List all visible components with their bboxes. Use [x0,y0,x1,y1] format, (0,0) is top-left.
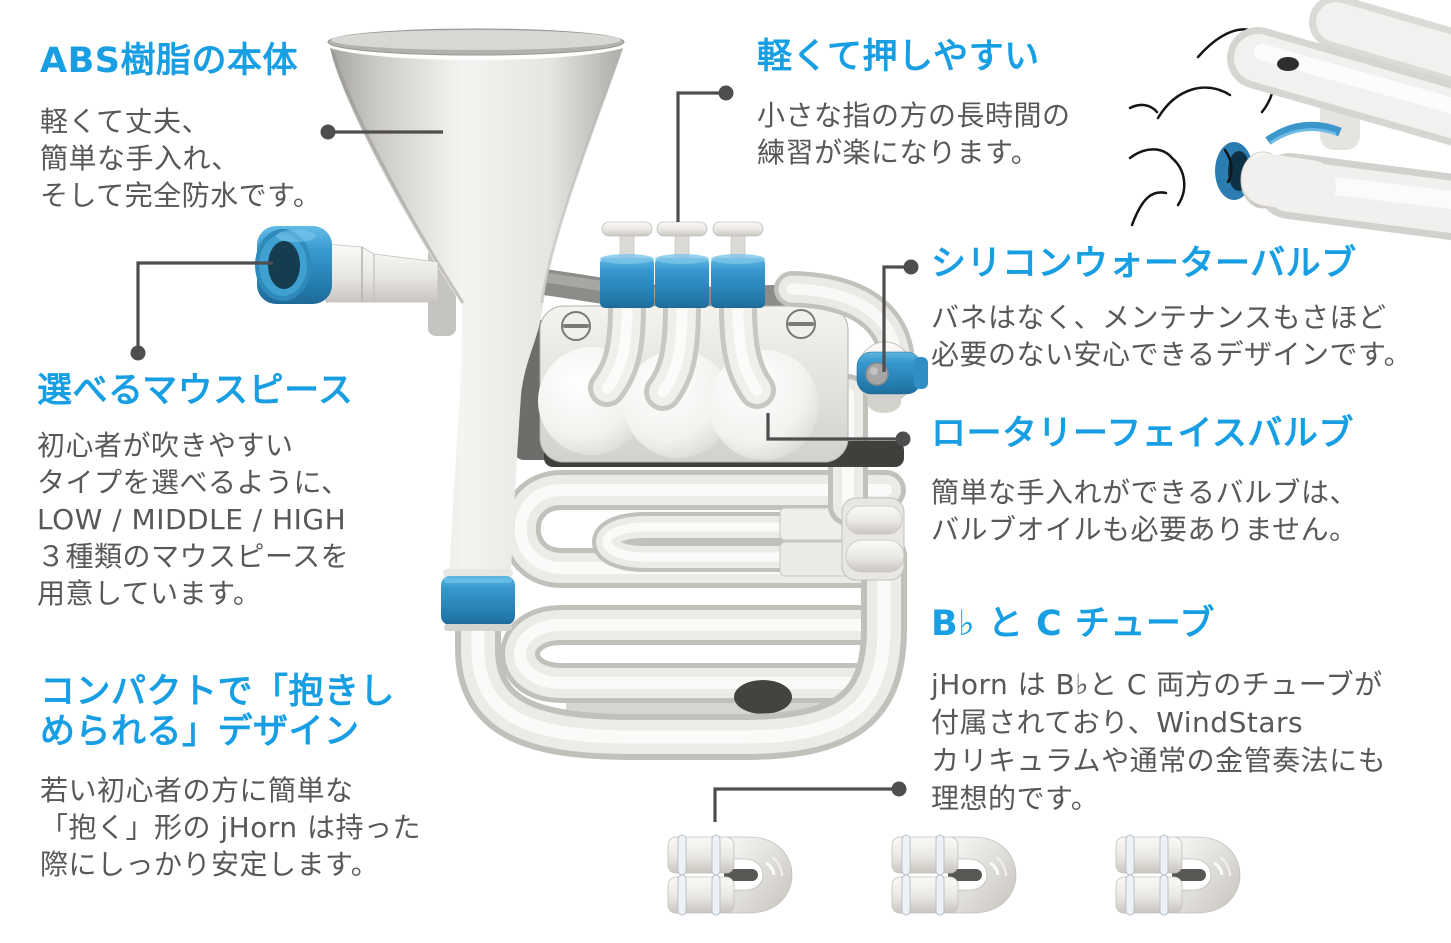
valve-pistons [588,221,776,411]
annotation-abs-body: ABS樹脂の本体 軽くて丈夫、 簡単な手入れ、 そして完全防水です。 [40,41,321,214]
valve-block [514,305,904,467]
bell-tube-blue-ring [441,569,515,631]
annotation-press-text: 小さな指の方の長時間の 練習が楽になります。 [757,99,1071,169]
annotation-rotary-text: 簡単な手入れができるバルブは、 バルブオイルも必要ありません。 [931,476,1358,546]
callout-water-valve [882,259,919,372]
annotation-compact-text: 若い初心者の方に簡単な 「抱く」形の jHorn は持った 際にしっかり安定しま… [40,774,422,881]
valve-slot-mark [1277,57,1299,71]
annotation-compact-design: コンパクトで「抱きし められる」デザイン 若い初心者の方に簡単な 「抱く」形の … [40,672,421,883]
annotation-tubes-title: B♭ と C チューブ [931,604,1215,644]
callout-mouthpiece [130,261,273,361]
annotation-rotary-title: ロータリーフェイスバルブ [931,414,1354,454]
valve-button-1 [600,221,654,308]
callout-tubes [713,781,907,822]
elbow-tube-2 [890,833,1018,917]
annotation-abs-text: 軽くて丈夫、 簡単な手入れ、 そして完全防水です。 [40,105,322,212]
annotation-mouthpiece: 選べるマウスピース 初心者が吹きやすい タイプを選べるように、 LOW / MI… [37,371,353,612]
callout-rotary-valve [766,413,911,447]
annotation-mouthpiece-title: 選べるマウスピース [37,371,354,411]
annotation-tubes: B♭ と C チューブ jHorn は B♭と C 両方のチューブが 付属されて… [931,604,1386,818]
elbow-tube-1 [666,833,794,917]
bell [330,48,623,628]
wrap-tubing [455,470,907,760]
annotation-mouthpiece-text: 初心者が吹きやすい タイプを選べるように、 LOW / MIDDLE / HIG… [37,429,350,610]
elbow-tube-3 [1114,833,1242,917]
annotation-press-title: 軽くて押しやすい [757,37,1040,77]
callout-lines [130,85,919,822]
hand-pressing-valve-illustration [1128,0,1451,241]
annotation-press: 軽くて押しやすい 小さな指の方の長時間の 練習が楽になります。 [757,37,1071,171]
annotation-water-valve: シリコンウォーターバルブ バネはなく、メンテナンスもさほど 必要のない安心できる… [931,244,1412,373]
annotation-water-text: バネはなく、メンテナンスもさほど 必要のない安心できるデザインです。 [931,301,1413,371]
mouthpiece [255,226,439,304]
callout-valve-buttons [676,85,734,222]
water-valve [856,351,928,395]
annotation-water-title: シリコンウォーターバルブ [931,244,1357,284]
valve-button-3 [711,221,765,308]
callout-abs-body [320,124,443,140]
annotation-rotary-valve: ロータリーフェイスバルブ 簡単な手入れができるバルブは、 バルブオイルも必要あり… [931,414,1358,548]
annotation-abs-title: ABS樹脂の本体 [40,41,298,81]
thumb-hole [734,680,792,714]
jhorn-body [255,28,928,760]
plate-screws [561,309,816,341]
annotation-tubes-text: jHorn は B♭と C 両方のチューブが 付属されており、WindStars… [931,668,1387,815]
annotation-compact-title: コンパクトで「抱きし められる」デザイン [40,672,396,752]
valve-button-2 [655,221,709,308]
mouthpiece-bore [268,241,300,289]
